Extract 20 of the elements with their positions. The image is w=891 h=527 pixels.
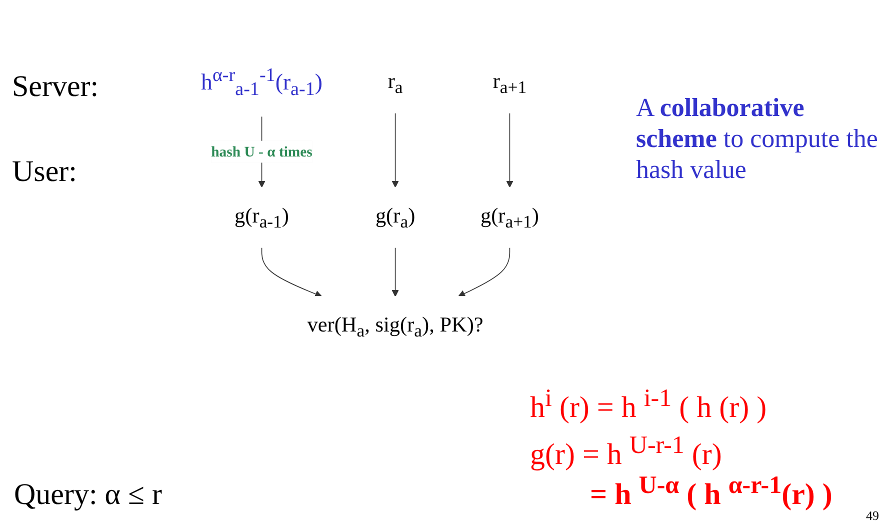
arrow (261, 247, 322, 298)
arrow (506, 112, 514, 188)
node-text: ver(H$_{a}$, sig(r$_{a}$), PK)? (307, 312, 484, 341)
arrow (458, 247, 510, 297)
page-number: 49 (866, 508, 879, 524)
node-text: g(r$_{a}$) (375, 204, 416, 232)
row-label: User: (12, 155, 77, 189)
arrow (392, 247, 399, 297)
formula-text: = h $^{U-α}$ ( h $^{α-r-1}$(r) ) (590, 472, 832, 512)
node-text: r$_{a+1}$ (492, 69, 527, 97)
row-label: Server: (12, 70, 99, 104)
formula-text: h$^{i}$ (r) = h $^{i-1}$ ( h (r) ) (530, 385, 767, 425)
node-text: g(r$_{a-1}$) (234, 204, 289, 232)
edge-label: hash U - α times (211, 143, 312, 160)
query-text: Query: α ≤ r (14, 478, 162, 512)
description-text: A collaborative scheme to compute the hash value (636, 92, 879, 186)
formula-text: g(r) = h $^{U-r-1}$ (r) (530, 432, 722, 472)
node-text: r$_{a}$ (388, 69, 403, 97)
node-text: g(r$_{a+1}$) (480, 204, 539, 232)
arrow (392, 112, 399, 188)
